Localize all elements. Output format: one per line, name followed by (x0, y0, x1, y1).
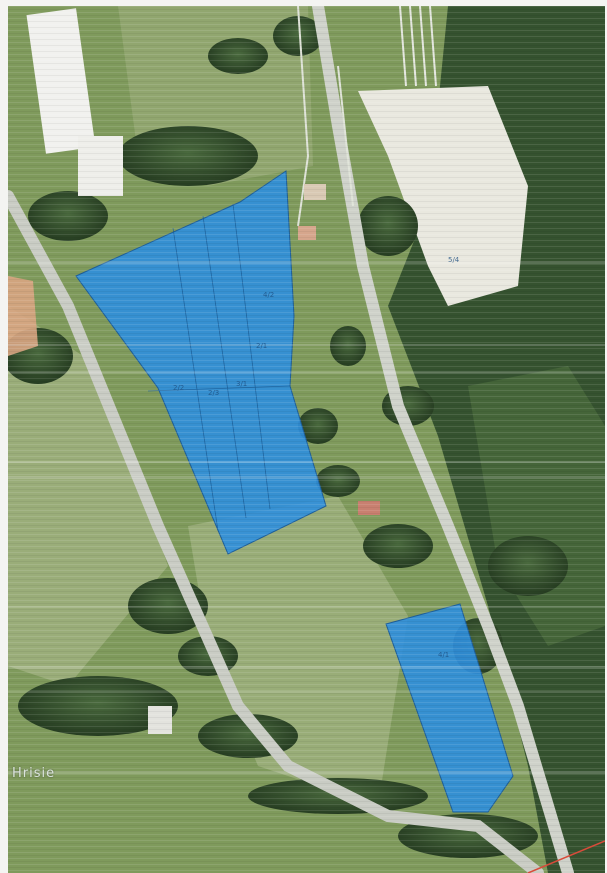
parcel-code-label: 2/3 (208, 389, 220, 397)
parcel-code-label: 2/2 (173, 384, 185, 392)
aerial-map (8, 6, 605, 873)
map-frame[interactable]: 2/1 2/2 2/3 3/1 4/1 4/2 5/4 Hrisie (8, 6, 605, 873)
parcel-code-label: 4/2 (263, 291, 275, 299)
place-label: Hrisie (12, 766, 56, 781)
glitch-bands (8, 261, 605, 774)
parcel-code-label: 4/1 (438, 651, 450, 659)
parcel-code-label: 2/1 (256, 342, 268, 350)
boundary-line (527, 840, 605, 873)
scanline-overlay (8, 6, 605, 873)
parcel-code-label: 3/1 (236, 380, 248, 388)
parcel-code-label: 5/4 (448, 256, 460, 264)
